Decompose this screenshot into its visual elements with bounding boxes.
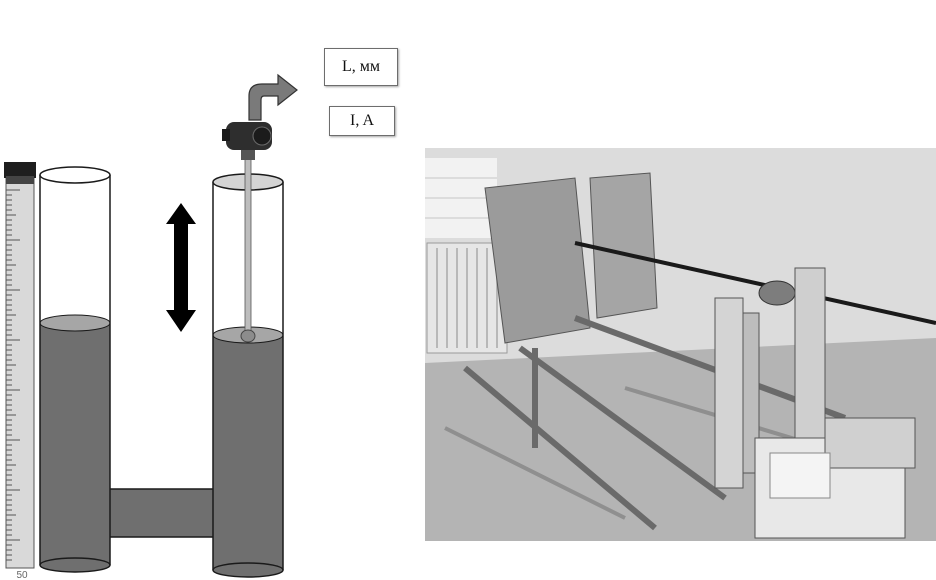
double-arrow-vertical-icon	[166, 203, 196, 332]
level-output-label: L, мм	[324, 48, 398, 86]
lab-stand-photo	[425, 148, 936, 541]
left-tube	[39, 166, 111, 573]
curved-arrow-right-icon	[248, 73, 298, 121]
ruler-bottom-mark: 50	[16, 570, 28, 580]
level-sensor-icon	[222, 122, 272, 343]
connecting-pipe	[99, 488, 221, 538]
level-measurement-diagram: 50	[4, 73, 298, 580]
ruler: 50	[4, 162, 36, 580]
current-output-label: I, A	[329, 106, 395, 136]
right-tube	[212, 173, 284, 578]
